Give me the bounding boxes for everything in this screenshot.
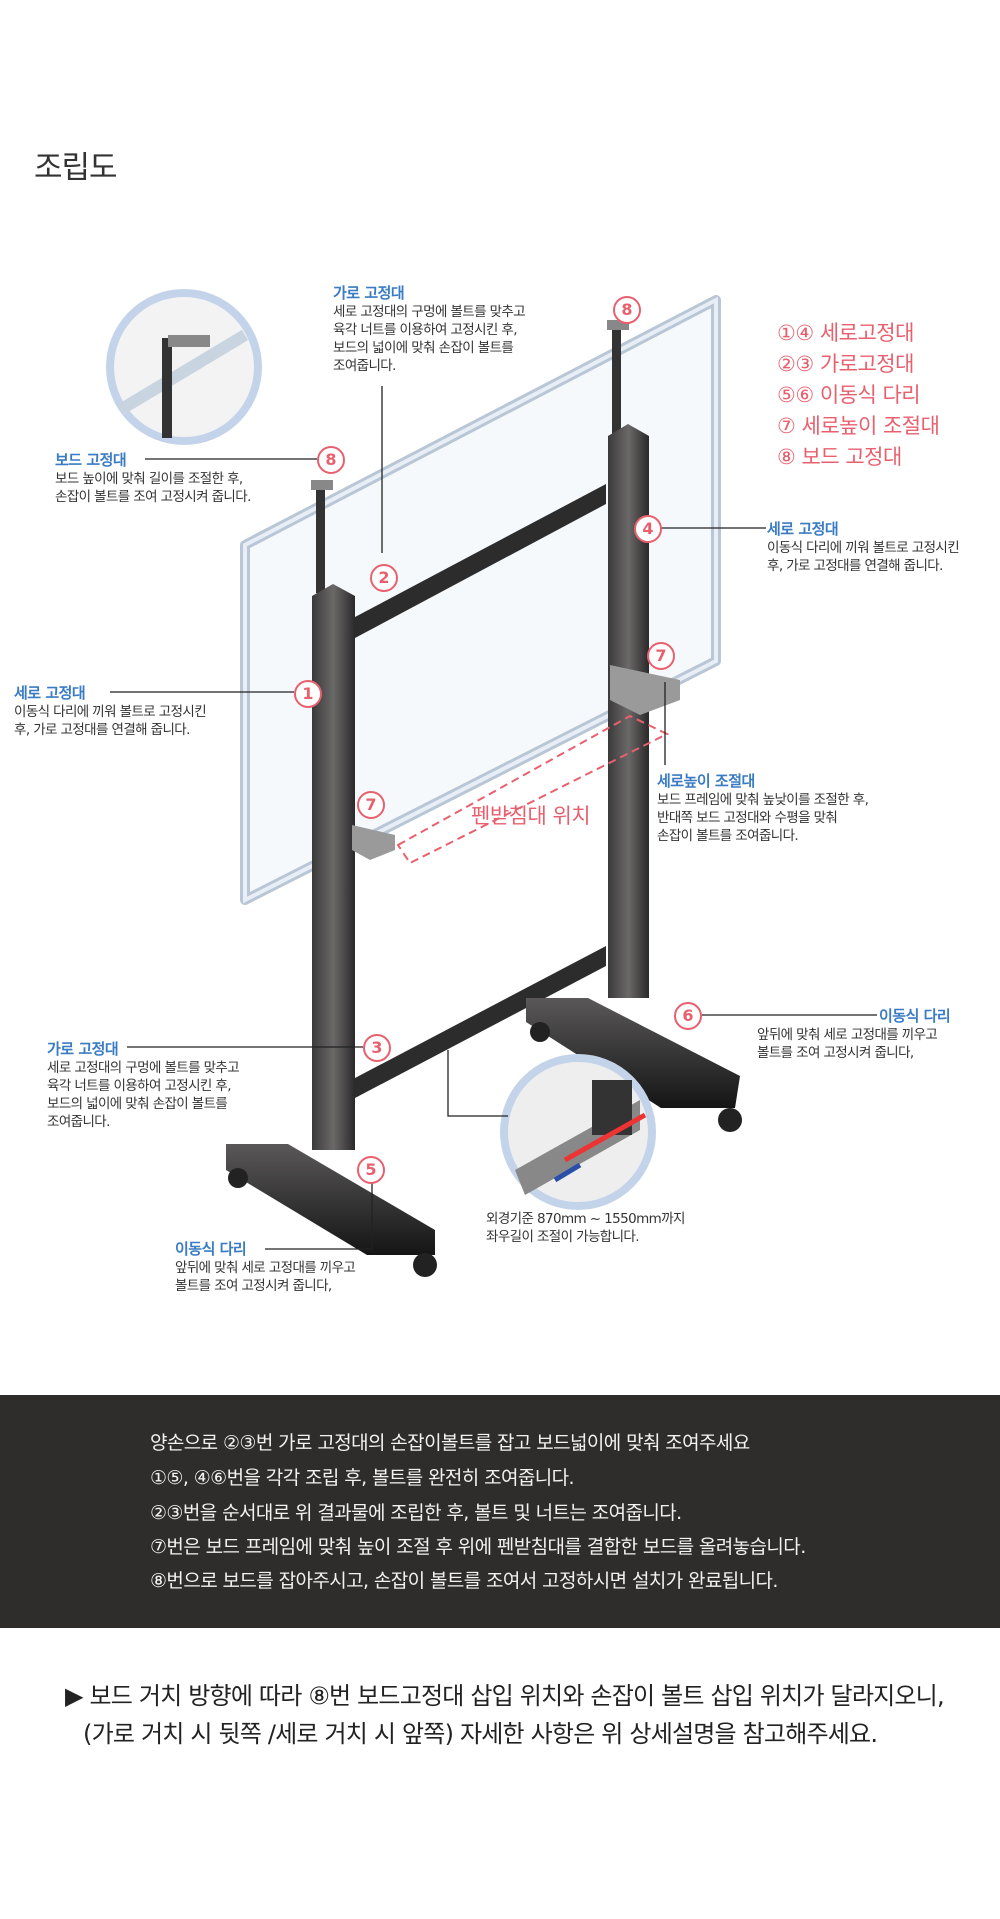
vertical-post-right: [608, 424, 649, 998]
callout-line: 앞뒤에 맞춰 세로 고정대를 끼우고: [757, 1027, 938, 1043]
assembly-diagram: [106, 289, 877, 1277]
marker-2: 2: [370, 564, 398, 592]
instruction-line: 양손으로 ②③번 가로 고정대의 손잡이볼트를 잡고 보드넓이에 맞춰 조여주세…: [150, 1432, 750, 1454]
callout-horizontal-bottom: 가로 고정대 세로 고정대의 구멍에 볼트를 맞추고 육각 너트를 이용하여 고…: [47, 1038, 240, 1131]
callout-line: 세로 고정대의 구멍에 볼트를 맞추고: [47, 1060, 240, 1076]
callout-line: 보드 높이에 맞춰 길이를 조절한 후,: [55, 471, 243, 487]
callout-title: 세로높이 조절대: [657, 772, 755, 790]
callout-line: 볼트를 조여 고정시켜 줍니다,: [757, 1045, 914, 1061]
callout-line: 보드 프레임에 맞춰 높낮이를 조절한 후,: [657, 792, 869, 808]
legend-item: ①④ 세로고정대: [777, 321, 914, 345]
whiteboard-frame: [240, 295, 721, 905]
legend-item: ②③ 가로고정대: [777, 352, 914, 376]
mobile-leg-right: [526, 998, 742, 1132]
callout-title: 가로 고정대: [47, 1040, 119, 1058]
callout-line: 후, 가로 고정대를 연결해 줍니다.: [14, 722, 190, 738]
callout-title: 세로 고정대: [14, 684, 86, 702]
callout-line: 손잡이 볼트를 조여 고정시켜 줍니다.: [55, 489, 251, 505]
instructions-panel: 양손으로 ②③번 가로 고정대의 손잡이볼트를 잡고 보드넓이에 맞춰 조여주세…: [0, 1395, 1000, 1628]
crossbar-top: [355, 484, 606, 638]
mobile-leg-left: [226, 1144, 437, 1277]
page-title: 조립도: [34, 150, 118, 186]
callout-line: 세로 고정대의 구멍에 볼트를 맞추고: [333, 304, 526, 320]
callout-title: 이동식 다리: [879, 1007, 951, 1025]
note-line: ▶ 보드 거치 방향에 따라 ⑧번 보드고정대 삽입 위치와 손잡이 볼트 삽입…: [65, 1682, 945, 1710]
zoom-detail-crossbar: [500, 1054, 656, 1210]
marker-8-left: 8: [317, 446, 345, 474]
callout-title: 보드 고정대: [55, 451, 127, 469]
callout-line: 반대쪽 보드 고정대와 수평을 맞춰: [657, 810, 838, 826]
callout-line: 이동식 다리에 끼워 볼트로 고정시킨: [14, 704, 207, 720]
callout-line: 이동식 다리에 끼워 볼트로 고정시킨: [767, 540, 960, 556]
callout-line: 조여줍니다.: [47, 1114, 110, 1130]
legend-item: ⑤⑥ 이동식 다리: [777, 383, 921, 407]
crossbar-bottom: [355, 946, 606, 1098]
zoom-detail-board-holder: [106, 289, 262, 445]
callout-leg-right: 이동식 다리 앞뒤에 맞춰 세로 고정대를 끼우고 볼트를 조여 고정시켜 줍니…: [757, 1005, 951, 1062]
parts-legend: ①④ 세로고정대 ②③ 가로고정대 ⑤⑥ 이동식 다리 ⑦ 세로높이 조절대 ⑧…: [777, 318, 940, 473]
callout-board-holder: 보드 고정대 보드 높이에 맞춰 길이를 조절한 후, 손잡이 볼트를 조여 고…: [55, 449, 251, 506]
callout-leg-left: 이동식 다리 앞뒤에 맞춰 세로 고정대를 끼우고 볼트를 조여 고정시켜 줍니…: [175, 1238, 356, 1295]
callout-title: 세로 고정대: [767, 520, 839, 538]
marker-7-left: 7: [357, 791, 385, 819]
callout-vertical-right: 세로 고정대 이동식 다리에 끼워 볼트로 고정시킨 후, 가로 고정대를 연결…: [767, 518, 960, 575]
instruction-line: ⑧번으로 보드를 잡아주시고, 손잡이 볼트를 조여서 고정하시면 설치가 완료…: [150, 1570, 778, 1592]
callout-line: 앞뒤에 맞춰 세로 고정대를 끼우고: [175, 1260, 356, 1276]
installation-note: ▶ 보드 거치 방향에 따라 ⑧번 보드고정대 삽입 위치와 손잡이 볼트 삽입…: [65, 1677, 945, 1753]
callout-height-adjuster: 세로높이 조절대 보드 프레임에 맞춰 높낮이를 조절한 후, 반대쪽 보드 고…: [657, 770, 869, 845]
callout-line: 볼트를 조여 고정시켜 줍니다,: [175, 1278, 332, 1294]
callout-vertical-left: 세로 고정대 이동식 다리에 끼워 볼트로 고정시킨 후, 가로 고정대를 연결…: [14, 682, 207, 739]
callout-lines: [110, 386, 877, 1250]
callout-line: 육각 너트를 이용하여 고정시킨 후,: [333, 322, 518, 338]
instruction-line: ①⑤, ④⑥번을 각각 조립 후, 볼트를 완전히 조여줍니다.: [150, 1467, 575, 1489]
vertical-post-left: [312, 584, 355, 1150]
pen-tray-label: 펜받침대 위치: [471, 804, 591, 828]
callout-line: 후, 가로 고정대를 연결해 줍니다.: [767, 558, 943, 574]
marker-1: 1: [294, 680, 322, 708]
instruction-line: ⑦번은 보드 프레임에 맞춰 높이 조절 후 위에 펜받침대를 결합한 보드를 …: [150, 1536, 806, 1558]
callout-width-range: 외경기준 870mm ~ 1550mm까지 좌우길이 조절이 가능합니다.: [486, 1210, 685, 1246]
board-holder-left: [316, 483, 325, 593]
callout-line: 외경기준 870mm ~ 1550mm까지: [486, 1211, 685, 1227]
callout-line: 보드의 넓이에 맞춰 손잡이 볼트를: [333, 340, 514, 356]
marker-4: 4: [634, 515, 662, 543]
callout-line: 좌우길이 조절이 가능합니다.: [486, 1229, 640, 1245]
marker-7-right: 7: [647, 642, 675, 670]
pen-tray-outline: [396, 714, 670, 865]
callout-line: 육각 너트를 이용하여 고정시킨 후,: [47, 1078, 232, 1094]
marker-3: 3: [363, 1034, 391, 1062]
marker-5: 5: [357, 1156, 385, 1184]
callout-horizontal-top: 가로 고정대 세로 고정대의 구멍에 볼트를 맞추고 육각 너트를 이용하여 고…: [333, 282, 526, 375]
marker-8-top: 8: [613, 296, 641, 324]
board-holder-right: [612, 324, 621, 436]
instruction-line: ②③번을 순서대로 위 결과물에 조립한 후, 볼트 및 너트는 조여줍니다.: [150, 1502, 682, 1524]
callout-line: 보드의 넓이에 맞춰 손잡이 볼트를: [47, 1096, 228, 1112]
callout-line: 조여줍니다.: [333, 358, 396, 374]
height-adjuster-left: [352, 825, 395, 860]
marker-6: 6: [674, 1002, 702, 1030]
callout-line: 손잡이 볼트를 조여줍니다.: [657, 828, 799, 844]
note-line: (가로 거치 시 뒷쪽 /세로 거치 시 앞쪽) 자세한 사항은 위 상세설명을…: [83, 1720, 878, 1748]
callout-title: 가로 고정대: [333, 284, 405, 302]
legend-item: ⑧ 보드 고정대: [777, 445, 902, 469]
height-adjuster-right: [610, 665, 680, 715]
legend-item: ⑦ 세로높이 조절대: [777, 414, 940, 438]
callout-title: 이동식 다리: [175, 1240, 247, 1258]
